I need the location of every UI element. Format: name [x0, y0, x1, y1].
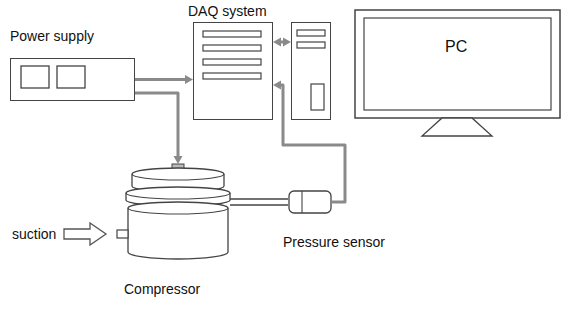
daq-slot	[203, 31, 261, 37]
pc-box	[291, 22, 331, 120]
pressure-sensor-node: Pressure sensor	[278, 186, 393, 256]
pc-node: PC	[290, 8, 562, 138]
display-panel	[57, 66, 85, 88]
arrow-head	[273, 81, 281, 90]
daq-slot	[203, 45, 261, 51]
compressor-node: Compressor	[116, 160, 236, 305]
arrow-head	[185, 75, 193, 84]
daq-slot	[203, 59, 261, 65]
drive-bay	[297, 42, 325, 48]
daq-system-node: DAQ system	[186, 0, 281, 122]
compressor-body	[128, 202, 228, 259]
display-panel	[21, 66, 49, 88]
signal-arrow	[273, 38, 291, 47]
arrow-head	[273, 38, 281, 47]
compressor-label: Compressor	[124, 281, 200, 297]
monitor-screen	[364, 18, 551, 110]
power-supply-label: Power supply	[10, 28, 94, 44]
daq-system-box	[193, 22, 273, 120]
signal-arrow	[135, 75, 193, 84]
arrow-head	[174, 156, 183, 164]
compressor-box	[126, 164, 230, 260]
suction-arrow	[64, 223, 106, 245]
monitor-frame	[355, 10, 560, 118]
tower-panel	[311, 84, 324, 110]
daq-slot	[203, 73, 261, 79]
power-supply-node: Power supply	[8, 28, 143, 102]
body-edge	[128, 208, 228, 214]
sensor-joint	[301, 191, 302, 213]
monitor-stand	[422, 118, 492, 136]
power-supply-box	[10, 58, 135, 101]
sensor-body	[289, 191, 331, 213]
signal-arrow	[135, 93, 183, 164]
arrow-head	[283, 38, 291, 47]
pipe-connector	[230, 199, 288, 205]
pressure-sensor-box	[288, 190, 332, 214]
drive-bay	[297, 30, 325, 36]
suction-port	[117, 230, 128, 238]
flange-edge	[126, 193, 230, 199]
signal-arrow	[273, 81, 345, 203]
cap-edge	[132, 174, 224, 180]
pc-label: PC	[445, 38, 467, 56]
daq-system-label: DAQ system	[188, 3, 267, 19]
pressure-sensor-label: Pressure sensor	[283, 234, 385, 250]
flow-label: suction	[12, 226, 56, 242]
